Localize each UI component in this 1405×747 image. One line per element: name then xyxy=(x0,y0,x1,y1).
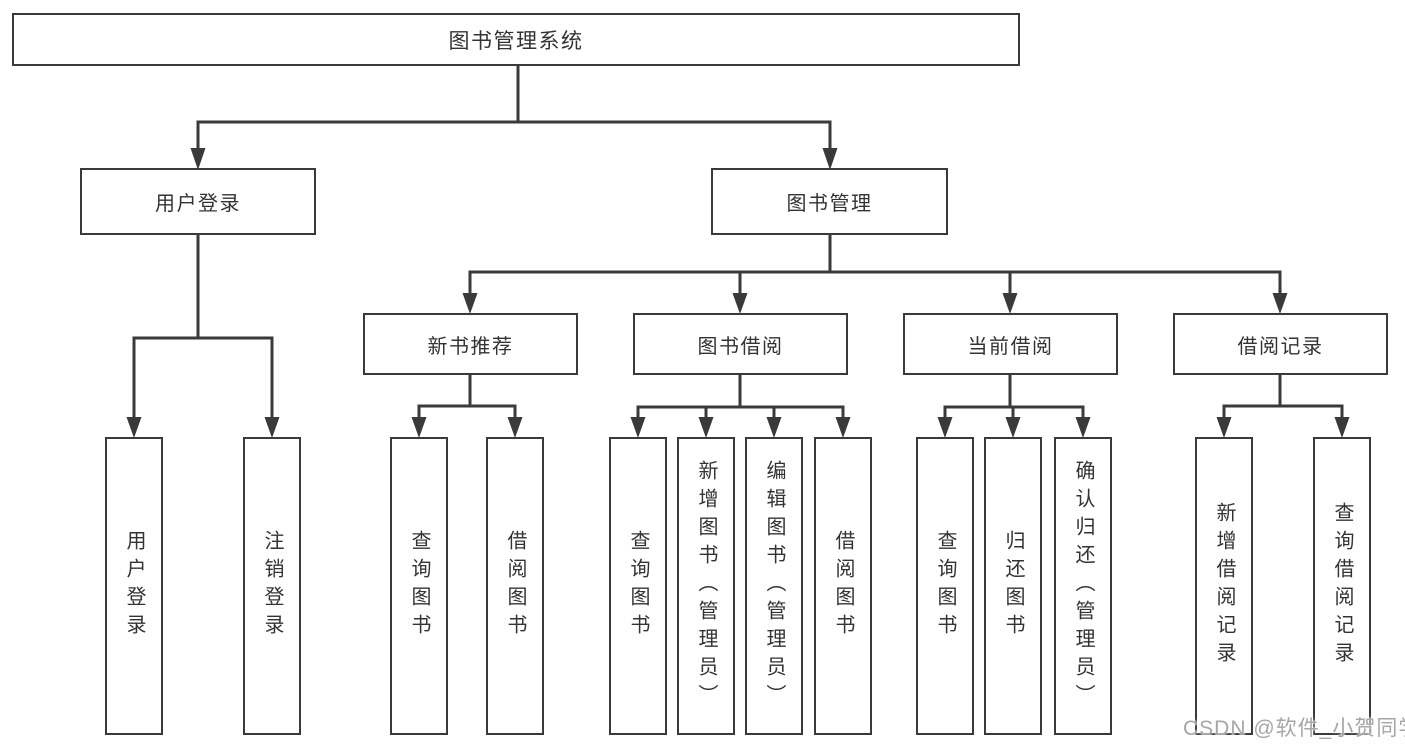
node-user-login-label: 用户登录 xyxy=(123,530,145,642)
node-rec-query-book: 查询图书 xyxy=(390,437,448,735)
node-logout: 注销登录 xyxy=(243,437,301,735)
node-bb-edit-book-admin: 编辑图书（管理员） xyxy=(745,437,803,735)
node-rec-query-book-label: 查询图书 xyxy=(408,530,430,642)
node-cb-return-book: 归还图书 xyxy=(984,437,1042,735)
node-br-query-record-label: 查询借阅记录 xyxy=(1331,502,1353,670)
node-bb-add-book-admin: 新增图书（管理员） xyxy=(677,437,735,735)
node-cb-return-book-label: 归还图书 xyxy=(1002,530,1024,642)
node-rec-borrow-book-label: 借阅图书 xyxy=(504,530,526,642)
node-logout-label: 注销登录 xyxy=(261,530,283,642)
node-new-book-recommendation: 新书推荐 xyxy=(363,313,578,375)
node-br-add-record-label: 新增借阅记录 xyxy=(1213,502,1235,670)
node-cb-confirm-return-admin-label: 确认归还（管理员） xyxy=(1072,460,1094,712)
node-borrowing-records: 借阅记录 xyxy=(1173,313,1388,375)
node-bb-query-book-label: 查询图书 xyxy=(627,530,649,642)
node-br-query-record: 查询借阅记录 xyxy=(1313,437,1371,735)
csdn-watermark: CSDN @软件_小贺同学 xyxy=(1183,717,1405,740)
node-library-management-system: 图书管理系统 xyxy=(12,13,1020,66)
node-bb-borrow-book: 借阅图书 xyxy=(814,437,872,735)
node-cb-confirm-return-admin: 确认归还（管理员） xyxy=(1054,437,1112,735)
node-user-login-module: 用户登录 xyxy=(80,168,316,235)
node-bb-add-book-admin-label: 新增图书（管理员） xyxy=(695,460,717,712)
node-book-management: 图书管理 xyxy=(711,168,948,235)
node-bb-edit-book-admin-label: 编辑图书（管理员） xyxy=(763,460,785,712)
node-rec-borrow-book: 借阅图书 xyxy=(486,437,544,735)
node-br-add-record: 新增借阅记录 xyxy=(1195,437,1253,735)
node-cb-query-book: 查询图书 xyxy=(916,437,974,735)
node-book-borrowing: 图书借阅 xyxy=(633,313,848,375)
node-bb-query-book: 查询图书 xyxy=(609,437,667,735)
node-user-login: 用户登录 xyxy=(105,437,163,735)
node-cb-query-book-label: 查询图书 xyxy=(934,530,956,642)
node-bb-borrow-book-label: 借阅图书 xyxy=(832,530,854,642)
node-current-borrowing: 当前借阅 xyxy=(903,313,1118,375)
